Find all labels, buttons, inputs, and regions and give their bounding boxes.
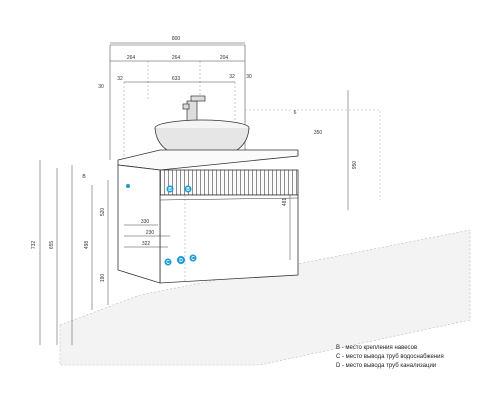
cabinet-side — [117, 164, 161, 284]
dim-small-right-32: 32 — [229, 74, 235, 80]
marker-b-right: B — [184, 185, 192, 193]
dim-height-950: 950 — [352, 161, 358, 170]
cabinet-body — [159, 194, 299, 284]
dim-width-230: 230 — [146, 230, 155, 236]
dim-height-655: 655 — [49, 241, 55, 250]
dim-height-481: 481 — [282, 198, 288, 207]
dim-depth-350: 350 — [314, 130, 323, 136]
dim-height-520: 520 — [100, 208, 106, 217]
svg-text:B: B — [186, 187, 190, 193]
dim-overall-width: 800 — [172, 36, 181, 42]
dim-height-732: 732 — [31, 241, 37, 250]
svg-text:C: C — [166, 260, 170, 266]
dim-small-right-30: 30 — [246, 74, 252, 80]
svg-text:B: B — [168, 187, 172, 193]
dim-offset-right: 264 — [172, 55, 181, 61]
dim-height-190: 190 — [100, 274, 106, 283]
vanity-top — [117, 149, 299, 171]
legend-d: D - место вывода труб канализации — [336, 363, 436, 369]
dim-label-b: B — [82, 174, 86, 180]
svg-text:D: D — [179, 258, 183, 264]
marker-c-second: C — [189, 254, 197, 262]
dim-small-left-30: 30 — [98, 84, 104, 90]
legend-b: B - место крепления навесов — [336, 345, 417, 351]
faucet — [182, 95, 206, 124]
marker-d: D — [177, 256, 185, 264]
marker-c: C — [164, 258, 172, 266]
pipe-dimensions — [124, 224, 170, 248]
marker-b-front: B — [166, 185, 174, 193]
height-dimensions — [39, 90, 349, 345]
drawer-seam — [159, 197, 299, 201]
dim-width-322: 322 — [142, 241, 151, 247]
fluted-panel — [159, 169, 299, 196]
legend-c: C - место вывода труб водоснабжения — [336, 354, 444, 360]
dim-depth-6: 6 — [294, 110, 297, 116]
dim-height-498: 498 — [84, 241, 90, 250]
svg-text:C: C — [191, 256, 195, 262]
dim-offset-left: 264 — [127, 55, 136, 61]
dim-basin-span: 633 — [172, 76, 181, 82]
top-dimensions — [110, 42, 245, 160]
dim-small-left-32: 32 — [117, 76, 123, 82]
dim-width-330: 330 — [141, 219, 150, 225]
marker-b-left — [126, 184, 130, 188]
dim-offset-far-right: 204 — [220, 55, 229, 61]
back-wall-outline — [110, 44, 246, 158]
floor-plane — [59, 229, 471, 366]
right-wall-outline — [245, 109, 381, 200]
